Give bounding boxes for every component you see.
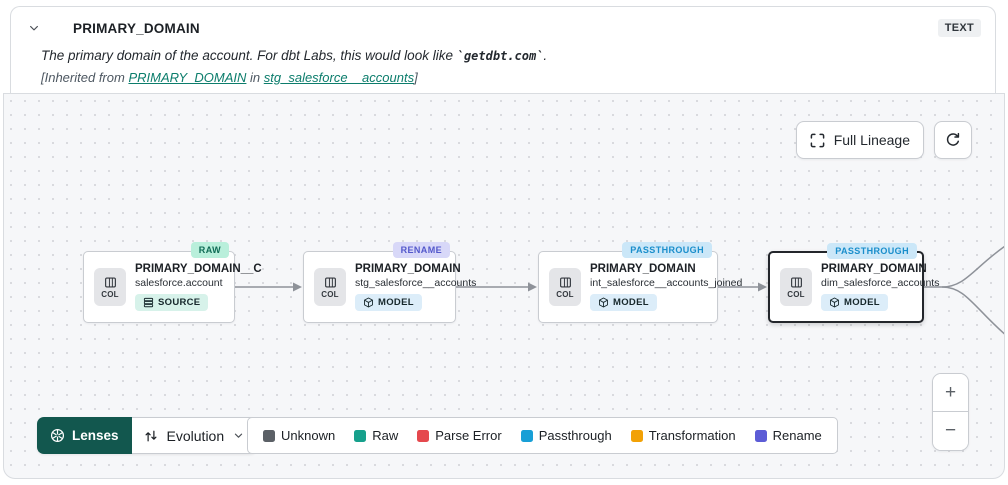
columns-icon xyxy=(324,276,336,288)
edge-arrowhead xyxy=(293,282,302,292)
inherited-suffix: ] xyxy=(414,70,418,85)
chevron-down-icon xyxy=(234,433,243,438)
collapse-chevron-icon[interactable] xyxy=(23,17,45,39)
edge-fork-lower xyxy=(941,286,1004,335)
columns-icon xyxy=(104,276,116,288)
model-icon xyxy=(830,297,839,308)
model-icon xyxy=(599,297,608,308)
legend-label: Rename xyxy=(772,428,822,443)
legend-swatch xyxy=(354,429,367,442)
column-description: The primary domain of the account. For d… xyxy=(41,48,981,63)
legend-item-parse-error: Parse Error xyxy=(417,428,502,443)
status-tag: PASSTHROUGH xyxy=(827,243,917,259)
column-badge: COL xyxy=(94,268,126,306)
lineage-node-stg[interactable]: RENAME COL PRIMARY_DOMAIN stg_salesforce… xyxy=(303,242,476,323)
full-lineage-label: Full Lineage xyxy=(833,132,910,148)
evolution-icon xyxy=(145,430,157,441)
lens-legend: Unknown Raw Parse Error Passthrough Tran… xyxy=(247,417,838,454)
inherited-from-line: [Inherited from PRIMARY_DOMAIN in stg_sa… xyxy=(41,70,981,85)
legend-swatch xyxy=(754,429,767,442)
edge-fork-upper xyxy=(941,245,1004,288)
node-title: PRIMARY_DOMAIN xyxy=(590,263,696,275)
node-subtitle: salesforce.account xyxy=(135,277,223,289)
refresh-icon xyxy=(946,132,960,146)
legend-label: Transformation xyxy=(648,428,736,443)
resource-type-badge: MODEL xyxy=(590,294,657,311)
legend-label: Unknown xyxy=(281,428,336,443)
data-type-badge: TEXT xyxy=(937,19,981,37)
node-title: PRIMARY_DOMAIN__C xyxy=(135,263,262,275)
legend-item-transformation: Transformation xyxy=(630,428,736,443)
legend-item-unknown: Unknown xyxy=(263,428,335,443)
node-title: PRIMARY_DOMAIN xyxy=(355,263,461,275)
legend-label: Passthrough xyxy=(538,428,612,443)
node-subtitle: dim_salesforce_accounts xyxy=(821,277,940,289)
legend-item-passthrough: Passthrough xyxy=(520,428,612,443)
legend-label: Raw xyxy=(372,428,399,443)
legend-swatch xyxy=(263,429,275,442)
inherited-middle: in xyxy=(246,70,264,85)
legend-label: Parse Error xyxy=(435,428,502,443)
resource-type-label: MODEL xyxy=(844,297,880,308)
resource-type-badge: SOURCE xyxy=(135,294,209,311)
columns-icon xyxy=(790,276,802,288)
description-text: The primary domain of the account. For d… xyxy=(41,48,457,63)
lineage-node-source[interactable]: RAW COL PRIMARY_DOMAIN__C salesforce.acc… xyxy=(83,242,262,323)
column-title: PRIMARY_DOMAIN xyxy=(73,20,200,36)
aperture-icon xyxy=(50,428,65,443)
legend-item-raw: Raw xyxy=(354,428,398,443)
lenses-button[interactable]: Lenses xyxy=(37,417,132,454)
source-icon xyxy=(143,297,154,308)
columns-icon xyxy=(559,276,571,288)
inherited-model-link[interactable]: stg_salesforce__accounts xyxy=(263,70,415,85)
legend-swatch xyxy=(630,429,643,442)
description-suffix: . xyxy=(543,48,548,63)
column-badge: COL xyxy=(549,268,581,306)
model-icon xyxy=(364,297,373,308)
inherited-prefix: [Inherited from xyxy=(41,70,129,85)
col-label: COL xyxy=(787,289,805,299)
full-lineage-button[interactable]: Full Lineage xyxy=(795,121,924,159)
status-tag: RENAME xyxy=(392,242,450,258)
resource-type-label: MODEL xyxy=(378,297,414,308)
lineage-node-int[interactable]: PASSTHROUGH COL PRIMARY_DOMAIN int_sales… xyxy=(538,242,742,323)
edge-arrowhead xyxy=(758,282,767,292)
expand-icon xyxy=(810,133,825,147)
resource-type-label: SOURCE xyxy=(158,297,201,308)
resource-type-badge: MODEL xyxy=(355,294,422,311)
refresh-button[interactable] xyxy=(934,121,972,159)
legend-swatch xyxy=(417,429,430,442)
resource-type-label: MODEL xyxy=(613,297,649,308)
selected-lens-label: Evolution xyxy=(166,427,225,444)
lenses-bar: Lenses Evolution xyxy=(37,417,258,454)
edge-arrowhead xyxy=(528,282,537,292)
resource-type-badge: MODEL xyxy=(821,294,888,311)
col-label: COL xyxy=(556,289,574,299)
legend-swatch xyxy=(520,429,533,442)
lineage-canvas[interactable]: RAW COL PRIMARY_DOMAIN__C salesforce.acc… xyxy=(3,93,1005,479)
column-header-card: PRIMARY_DOMAIN TEXT The primary domain o… xyxy=(10,6,996,94)
header-top-row: PRIMARY_DOMAIN TEXT xyxy=(23,17,981,39)
status-tag: PASSTHROUGH xyxy=(622,242,712,258)
col-label: COL xyxy=(321,289,339,299)
node-subtitle: stg_salesforce__accounts xyxy=(355,277,477,289)
status-tag: RAW xyxy=(190,242,229,258)
node-title: PRIMARY_DOMAIN xyxy=(821,263,927,275)
zoom-in-button[interactable]: + xyxy=(933,374,968,412)
column-badge: COL xyxy=(314,268,346,306)
column-badge: COL xyxy=(780,268,812,306)
zoom-out-button[interactable]: − xyxy=(933,412,968,450)
zoom-controls: + − xyxy=(932,373,969,451)
legend-item-rename: Rename xyxy=(754,428,822,443)
canvas-toolbar: Full Lineage xyxy=(795,121,972,159)
lens-selector-dropdown[interactable]: Evolution xyxy=(131,417,258,454)
lenses-label: Lenses xyxy=(72,428,119,443)
lineage-node-dim-selected[interactable]: PASSTHROUGH COL PRIMARY_DOMAIN dim_sales… xyxy=(768,243,939,323)
col-label: COL xyxy=(101,289,119,299)
inherited-column-link[interactable]: PRIMARY_DOMAIN xyxy=(128,70,247,85)
description-code: `getdbt.com` xyxy=(456,49,544,63)
node-subtitle: int_salesforce__accounts_joined xyxy=(590,277,743,289)
